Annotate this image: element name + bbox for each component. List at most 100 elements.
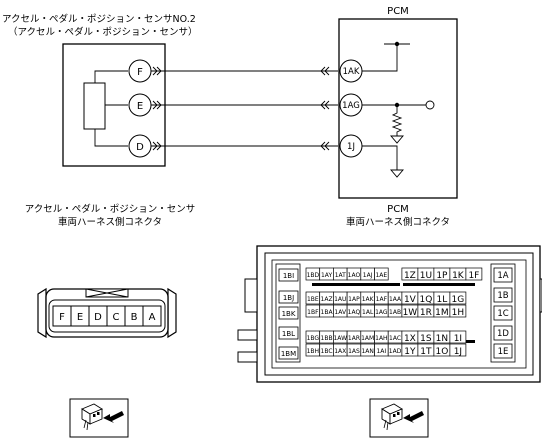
pcm-connector-pin-cell	[449, 291, 467, 305]
pcm-connector-key-bar	[312, 283, 400, 286]
pcm-connector-pin-label: 1BC	[321, 348, 333, 355]
pcm-connector-right-label: 1E	[498, 347, 509, 357]
sensor-wire-d	[94, 129, 128, 147]
sensor-connector-pin-label: A	[149, 312, 156, 323]
pcm-connector-right-label: 1B	[497, 291, 508, 301]
pcm-connector-right-label: 1D	[497, 329, 509, 339]
pcm-title: PCM	[387, 6, 409, 17]
pcm-connector-right-label: 1A	[497, 271, 508, 281]
pcm-connector-pin-label: 1AE	[375, 272, 387, 279]
pcm-connector-pin-label: 1BE	[307, 296, 319, 303]
pcm-connector-pin-label: 1T	[420, 347, 432, 357]
pcm-connector-pin-label: 1U	[420, 271, 432, 281]
pcm-connector-pin-label: 1Z	[404, 271, 416, 281]
chevrons-sensor-side	[152, 66, 162, 151]
pcm-connector-pin-label: 1I	[454, 334, 462, 344]
chevrons-pcm-side	[320, 66, 330, 151]
pcm-pulldown-resistor	[391, 105, 403, 136]
pcm-connector-left-cell	[278, 326, 299, 340]
pcm-connector-pin-label: 1AJ	[363, 272, 373, 279]
pcm-connector-pin-label: 1R	[420, 308, 432, 318]
sensor-title-line2: （アクセル・ペダル・ポジション・センサ）	[8, 26, 198, 38]
sensor-pin-e: E	[137, 101, 143, 112]
sensor-wire-f	[94, 70, 128, 83]
pcm-connector-right-cell	[493, 267, 513, 283]
pcm-connector-pin-label: 1BG	[307, 335, 320, 342]
pcm-connector-pin-label: 1AC	[389, 335, 401, 342]
sensor-connector-pin-label: B	[131, 312, 138, 323]
pcm-connector-right-cell	[493, 325, 513, 341]
connector-view-icon-left	[69, 398, 129, 438]
sensor-title-line1: アクセル・ペダル・ポジション・センサNO.2	[2, 13, 196, 25]
sensor-connector-title-line2: 車両ハーネス側コネクタ	[58, 216, 162, 228]
pcm-connector-pin-label: 1S	[420, 334, 432, 344]
pcm-pin-1j: 1J	[347, 142, 355, 152]
pcm-box	[338, 18, 458, 199]
pcm-connector-left-cell	[278, 346, 299, 360]
sensor-resistor	[83, 82, 106, 130]
pcm-connector-left-label: 1BL	[282, 330, 295, 338]
pcm-connector-pin-cell	[374, 267, 389, 281]
pcm-connector-pin-label: 1AR	[348, 335, 360, 342]
pcm-connector-pin-cell	[465, 267, 483, 281]
pcm-connector-pin-label: 1AB	[389, 309, 401, 316]
pcm-connector-pin-label: 1AK	[362, 296, 375, 303]
pcm-connector-pin-label: 1P	[436, 271, 448, 281]
sensor-connector-pin-label: E	[77, 312, 83, 323]
pcm-connector-pin-label: 1K	[452, 271, 465, 281]
connector-view-icon-right	[369, 398, 429, 438]
pcm-connector-left-cell	[278, 306, 299, 320]
pcm-connector-left-cell	[278, 290, 299, 304]
pcm-connector-pin-cell	[449, 304, 467, 318]
pcm-connector-pin-label: 1AZ	[321, 296, 333, 303]
pcm-connector-pin-label: 1G	[452, 295, 465, 305]
pcm-ground-arrow-2	[390, 169, 404, 178]
pcm-connector-pin-label: 1F	[468, 271, 479, 281]
pcm-connector-pin-label: 1AV	[334, 309, 347, 316]
pcm-pin-1ag: 1AG	[342, 101, 360, 111]
sensor-connector-pin-label: F	[59, 312, 65, 323]
pcm-connector-pin-label: 1AN	[361, 348, 373, 355]
pcm-connector-pin-label: 1AM	[361, 335, 374, 342]
pcm-connector-pin-label: 1H	[452, 308, 465, 318]
pcm-connector-pin-label: 1AH	[375, 335, 387, 342]
pcm-connector-pin-label: 1AT	[335, 272, 346, 279]
pcm-connector-pin-label: 1W	[403, 308, 418, 318]
pcm-connector-title-line1: PCM	[387, 204, 409, 215]
pcm-connector-right-label: 1C	[497, 309, 508, 319]
sensor-pin-d: D	[136, 142, 144, 153]
pcm-connector-pin-label: 1Y	[404, 347, 416, 357]
pcm-connector-pin-label: 1BA	[321, 309, 334, 316]
pcm-connector-right-cell	[493, 343, 513, 359]
pcm-connector-pin-label: 1AF	[376, 296, 388, 303]
pcm-connector-pin-label: 1L	[437, 295, 448, 305]
pcm-connector-pin-label: 1AG	[375, 309, 388, 316]
pcm-connector-left-label: 1BI	[283, 272, 294, 280]
pcm-connector-pin-label: 1V	[404, 295, 417, 305]
pcm-connector-pin-label: 1BH	[307, 348, 319, 355]
sensor-connector-title-line1: アクセル・ペダル・ポジション・センサ	[25, 203, 196, 215]
pcm-connector-pin-label: 1AY	[321, 272, 332, 279]
sensor-connector-pin-label: C	[113, 312, 120, 323]
pcm-connector-pin-label: 1AI	[376, 348, 386, 355]
pcm-connector-right-cell	[493, 287, 513, 303]
pcm-connector-pin-label: 1AS	[348, 348, 360, 355]
pcm-connector-pin-label: 1AL	[362, 309, 374, 316]
pcm-connector-pin-label: 1X	[404, 334, 416, 344]
pcm-connector-pin-label: 1AD	[389, 348, 402, 355]
pcm-connector-left-label: 1BJ	[283, 294, 294, 302]
pcm-wire-1j	[362, 145, 398, 170]
pcm-connector-pin-label: 1BD	[307, 272, 320, 279]
pcm-connector-pin-label: 1AU	[334, 296, 346, 303]
pcm-connector-pin-label: 1AP	[348, 296, 360, 303]
pcm-ground-arrow-1	[390, 135, 404, 144]
pcm-connector-pin-label: 1AX	[334, 348, 346, 355]
pcm-connector-left-cell	[278, 268, 299, 282]
pcm-signal-terminal	[425, 100, 435, 110]
pcm-connector-pin-cell	[449, 330, 467, 344]
pcm-connector-pin-label: 1J	[454, 347, 462, 357]
pcm-connector-right-cell	[493, 305, 513, 321]
pcm-connector-pin-cell	[449, 343, 467, 357]
